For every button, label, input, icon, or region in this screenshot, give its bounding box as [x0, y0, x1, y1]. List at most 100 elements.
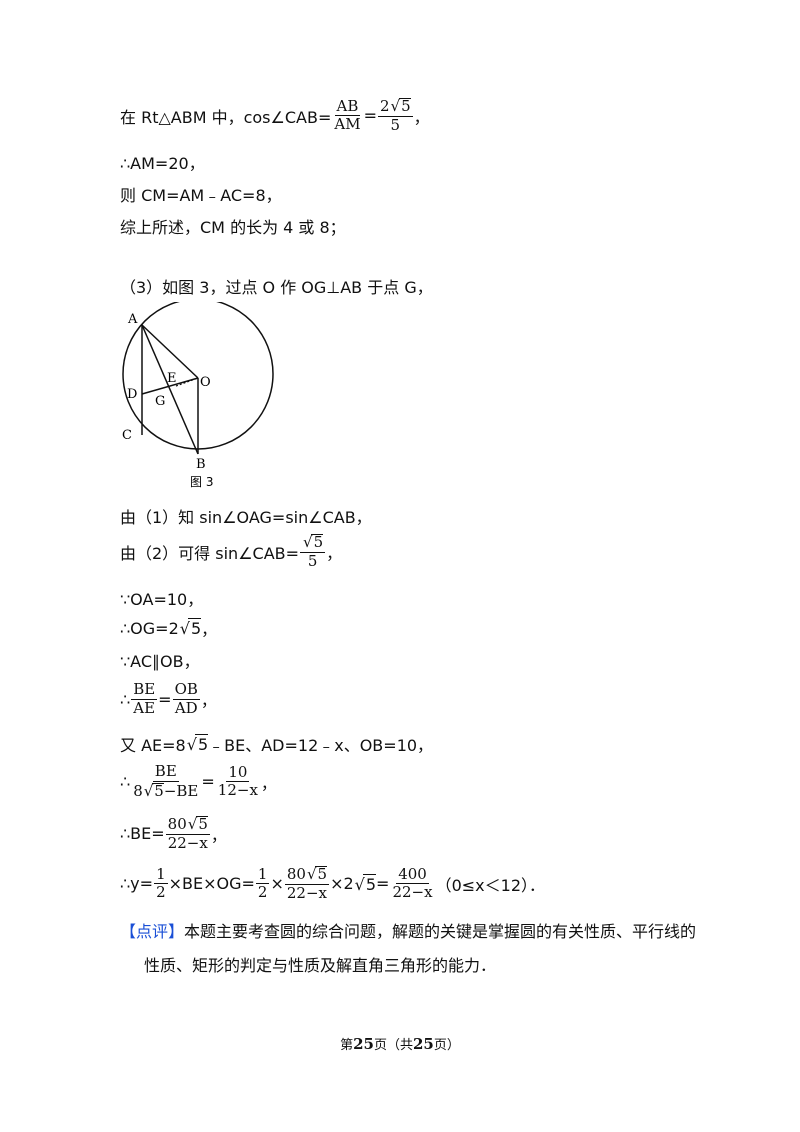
equals-sign: =: [363, 106, 377, 126]
term: −BE: [163, 781, 199, 800]
line-1: 在 Rt△ABM 中，cos∠CAB= AB AM = 25 5 ，: [120, 98, 430, 134]
expression-part: ×2: [330, 874, 354, 894]
radical: 5: [194, 734, 209, 754]
figure-caption: 图 3: [190, 475, 213, 489]
line-15: ∴y= 1 2 ×BE×OG= 1 2 × 805 22−x ×2 5= 400 …: [120, 866, 545, 902]
segment-do: [141, 377, 199, 395]
fraction-half-1: 1 2: [154, 864, 168, 902]
therefore-sign: ∴: [120, 689, 131, 709]
punctuation: ，: [210, 825, 227, 845]
line-12-text: 又 AE=8: [120, 736, 186, 755]
line-8: ∵OA=10，: [120, 586, 203, 610]
line-4: 综上所述，CM 的长为 4 或 8；: [120, 214, 346, 238]
equals-sign: =: [201, 772, 215, 792]
punctuation: ，: [413, 107, 430, 127]
punctuation: ，: [200, 691, 217, 711]
comment-text-2: 性质、矩形的判定与性质及解直角三角形的能力．: [144, 956, 497, 975]
label-c: C: [122, 428, 132, 443]
line-14: ∴BE= 80 5 22−x ，: [120, 816, 227, 852]
fraction-numerator: BE: [131, 680, 158, 700]
fraction-be-over-ae: BE 85−BE: [131, 763, 200, 800]
expression-part: ×BE×OG=: [168, 874, 255, 894]
line-13: ∴ BE 85−BE = 10 12−x ，: [120, 762, 277, 800]
equals-sign: =: [376, 874, 390, 894]
fraction-numerator: 1: [255, 864, 270, 885]
fraction-ob-ad: OB AD: [172, 680, 200, 717]
line-2: ∴AM=20，: [120, 150, 205, 174]
total-pages: 25: [413, 1035, 434, 1053]
current-page-number: 25: [353, 1035, 374, 1053]
footer-prefix: 第: [340, 1038, 354, 1053]
label-o: O: [200, 375, 211, 390]
line-3: 则 CM=AM﹣AC=8，: [120, 182, 282, 206]
punctuation: ，: [201, 620, 218, 639]
fraction-root5-over-5: 5 5: [300, 534, 326, 570]
fraction-80root5: 805 22−x: [284, 865, 330, 902]
line-8-text: ∵OA=10，: [120, 590, 204, 609]
fraction-10-over-12-x: 10 12−x: [216, 762, 260, 800]
line-10-text: ∵AC∥OB，: [120, 652, 200, 671]
footer-mid: 页（共: [373, 1038, 413, 1053]
segment-ab: [141, 324, 199, 455]
radical: 5: [195, 816, 208, 833]
fraction-denominator: AE: [133, 698, 156, 717]
coefficient: 80: [167, 815, 187, 833]
line-7-text: 由（2）可得 sin∠CAB=: [120, 543, 300, 563]
coefficient: 80: [286, 865, 306, 883]
radical: 5: [398, 98, 411, 115]
fraction-400: 400 22−x: [390, 864, 434, 902]
fraction-numerator: 805: [284, 865, 330, 885]
line-6-text: 由（1）知 sin∠OAG=sin∠CAB，: [120, 508, 372, 527]
therefore-sign: ∴: [120, 772, 131, 792]
fraction-denominator: 5: [390, 115, 401, 134]
domain-condition: （0≤x＜12）．: [435, 875, 545, 895]
fraction-numerator: 400: [396, 864, 429, 885]
line-9: ∴OG=25，: [120, 616, 217, 640]
fraction-ab-am: AB AM: [332, 98, 362, 134]
fraction-be-ae: BE AE: [131, 680, 158, 717]
fraction-half-2: 1 2: [255, 864, 270, 902]
page-footer: 第25页（共25页）: [0, 1034, 800, 1053]
line-7: 由（2）可得 sin∠CAB= 5 5 ，: [120, 534, 342, 570]
label-b: B: [196, 457, 206, 472]
line-1-text: 在 Rt△ABM 中，cos∠CAB=: [120, 107, 332, 127]
fraction-denominator: 2: [156, 883, 166, 902]
line-11: ∴ BE AE = OB AD ，: [120, 680, 217, 717]
radical: 5: [362, 873, 377, 894]
fraction-denominator: 22−x: [392, 883, 433, 902]
line-12: 又 AE=85﹣BE、AD=12﹣x、OB=10，: [120, 732, 433, 756]
comment-text-1: 本题主要考查圆的综合问题，解题的关键是掌握圆的有关性质、平行线的: [184, 922, 697, 941]
label-d: D: [127, 387, 137, 402]
fraction-numerator: 80 5: [165, 815, 210, 835]
line-3-text: 则 CM=AM﹣AC=8，: [120, 186, 282, 205]
punctuation: ，: [260, 773, 277, 793]
equals-sign: =: [158, 689, 172, 709]
label-g: G: [155, 394, 165, 409]
segment-ao: [141, 324, 199, 379]
coefficient: 2: [379, 97, 390, 115]
fraction-denominator: 5: [307, 551, 318, 570]
fraction-denominator: 2: [257, 883, 268, 902]
line-10: ∵AC∥OB，: [120, 648, 200, 672]
footer-suffix: 页）: [433, 1038, 460, 1053]
figure-3: A B C D E G O 图 3: [118, 298, 288, 494]
fraction-numerator: OB: [172, 680, 200, 700]
fraction-denominator: AD: [174, 698, 198, 717]
line-4-text: 综上所述，CM 的长为 4 或 8；: [120, 218, 346, 237]
line-5-text: （3）如图 3，过点 O 作 OG⊥AB 于点 G，: [120, 278, 433, 297]
comment-line-1: 【点评】本题主要考查圆的综合问题，解题的关键是掌握圆的有关性质、平行线的: [120, 918, 696, 942]
fraction-numerator: 1: [154, 864, 168, 885]
coefficient: 8: [133, 781, 143, 800]
fraction-denominator: 22−x: [167, 833, 208, 852]
times-sign: ×: [270, 874, 284, 894]
fraction-numerator: 10: [226, 762, 250, 783]
punctuation: ，: [326, 543, 343, 563]
comment-line-2: 性质、矩形的判定与性质及解直角三角形的能力．: [144, 952, 496, 976]
line-6: 由（1）知 sin∠OAG=sin∠CAB，: [120, 504, 372, 528]
fraction-denominator: 85−BE: [131, 782, 200, 800]
radical: 5: [151, 782, 164, 800]
fraction-denominator: AM: [334, 115, 361, 134]
line-14-text: ∴BE=: [120, 824, 165, 844]
label-a: A: [127, 312, 138, 327]
line-15-text: ∴y=: [120, 874, 154, 894]
